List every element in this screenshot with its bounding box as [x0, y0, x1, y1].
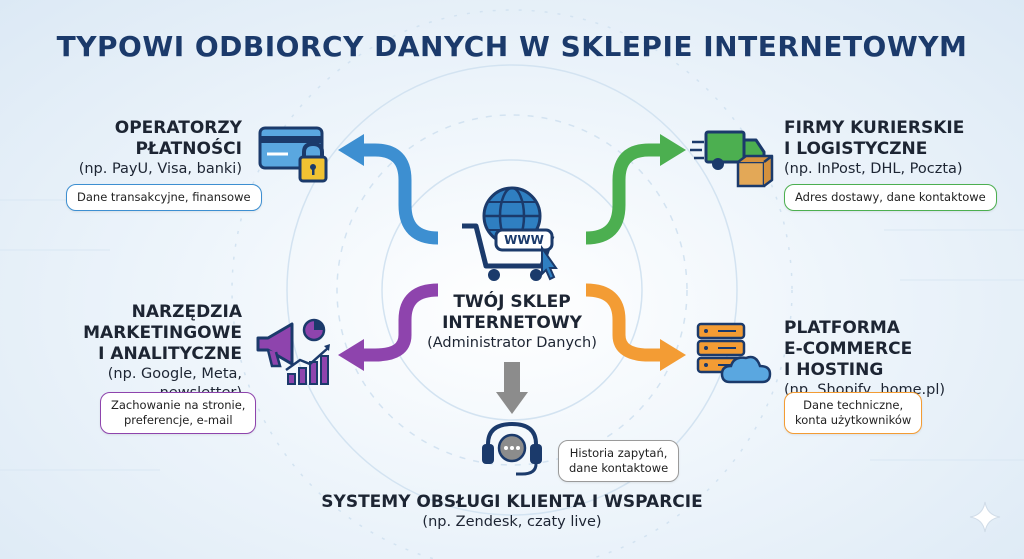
support-bubble-line1: Historia zapytań, [569, 446, 668, 460]
couriers-examples: (np. InPost, DHL, Poczta) [784, 161, 963, 177]
marketing-title-line1: NARZĘDZIA [131, 302, 242, 322]
delivery-truck-icon [690, 130, 774, 188]
payments-data-bubble: Dane transakcyjne, finansowe [66, 184, 262, 211]
payments-title-line1: OPERATORZY [114, 118, 242, 138]
support-bubble-line2: dane kontaktowe [569, 461, 669, 475]
support-examples: (np. Zendesk, czaty live) [422, 514, 602, 530]
center-node: TWÓJ SKLEP INTERNETOWY (Administrator Da… [412, 292, 612, 353]
platform-title-line3: I HOSTING [784, 360, 884, 380]
center-www-badge: WWW [504, 233, 544, 247]
shopping-cart-globe-icon [462, 186, 558, 281]
couriers-title-line1: FIRMY KURIERSKIE [784, 118, 965, 138]
platform-data-bubble: Dane techniczne, konta użytkowników [784, 392, 923, 434]
marketing-title-line3: I ANALITYCZNE [98, 344, 242, 364]
payments-examples: (np. PayU, Visa, banki) [78, 161, 242, 177]
platform-title-line1: PLATFORMA [784, 318, 900, 338]
platform-title-line2: E-COMMERCE [784, 339, 913, 359]
platform-bubble-line1: Dane techniczne, [803, 398, 904, 412]
center-title-line1: TWÓJ SKLEP [453, 292, 571, 312]
center-subtitle: (Administrator Danych) [427, 335, 597, 351]
marketing-bubble-line2: preferencje, e-mail [123, 413, 233, 427]
platform-bubble-line2: konta użytkowników [795, 413, 912, 427]
payments-node: OPERATORZY PŁATNOŚCI (np. PayU, Visa, ba… [40, 118, 242, 179]
support-data-bubble: Historia zapytań, dane kontaktowe [558, 440, 680, 482]
arrow-to-marketing [362, 283, 439, 362]
arrow-to-payments [362, 143, 439, 245]
marketing-bubble-line1: Zachowanie na stronie, [111, 398, 246, 412]
credit-card-lock-icon [258, 126, 328, 183]
arrow-to-couriers [585, 143, 662, 245]
couriers-data-bubble: Adres dostawy, dane kontaktowe [784, 184, 997, 211]
server-cloud-icon [696, 322, 772, 384]
couriers-title-line2: I LOGISTYCZNE [784, 139, 928, 159]
support-node: SYSTEMY OBSŁUGI KLIENTA I WSPARCIE (np. … [262, 492, 762, 532]
sparkle-icon [969, 501, 1001, 533]
center-title-line2: INTERNETOWY [442, 313, 582, 333]
marketing-title-line2: MARKETINGOWE [83, 323, 242, 343]
marketing-data-bubble: Zachowanie na stronie, preferencje, e-ma… [100, 392, 257, 434]
marketing-node: NARZĘDZIA MARKETINGOWE I ANALITYCZNE (np… [30, 302, 242, 403]
couriers-node: FIRMY KURIERSKIE I LOGISTYCZNE (np. InPo… [784, 118, 1004, 179]
support-title: SYSTEMY OBSŁUGI KLIENTA I WSPARCIE [321, 492, 703, 512]
payments-title-line2: PŁATNOŚCI [135, 139, 242, 159]
megaphone-chart-icon [256, 318, 330, 385]
page-title: TYPOWI ODBIORCY DANYCH W SKLEPIE INTERNE… [56, 30, 968, 63]
arrow-to-platform [585, 283, 662, 362]
headset-chat-icon [482, 421, 542, 476]
platform-node: PLATFORMA E-COMMERCE I HOSTING (np. Shop… [784, 318, 1004, 400]
